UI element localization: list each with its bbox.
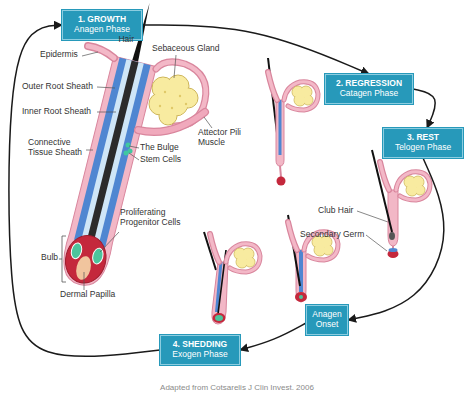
skin-and-gland [268, 72, 318, 110]
leader-line [84, 272, 85, 290]
part-label: Connective Tissue Sheath [28, 138, 88, 158]
progenitor-cells [299, 295, 303, 299]
phase-title: 1. GROWTH [78, 15, 126, 25]
phase-box: 4. SHEDDINGExogen Phase [160, 335, 240, 365]
hair-bulb [295, 292, 307, 302]
skin-and-gland [380, 162, 430, 200]
skin-and-gland [210, 234, 260, 272]
epidermis-band [88, 46, 114, 58]
leader-line [129, 146, 139, 148]
gland-dot [164, 91, 166, 93]
gland-lobe [160, 108, 176, 124]
phase-title: 3. REST [407, 133, 439, 143]
leader-line [97, 112, 116, 113]
bulb-bracket [59, 236, 66, 282]
part-label: Dermal Papilla [60, 290, 130, 300]
phase-name: Catagen Phase [340, 89, 399, 99]
part-label: Outer Root Sheath [22, 82, 102, 92]
leader-line [366, 235, 387, 251]
phase-name: Anagen Onset [309, 310, 345, 330]
cycle-arrow [413, 89, 435, 128]
stem-cell [124, 151, 129, 156]
secondary-germ [389, 248, 398, 252]
leader-line [129, 153, 139, 160]
part-label: Club Hair [318, 206, 363, 216]
regressing-follicle [276, 100, 284, 166]
progenitor-cells [91, 247, 105, 265]
leader-line [97, 87, 115, 88]
part-label: Sebaceous Gland [152, 44, 232, 54]
phase-name: Anagen Phase [74, 25, 130, 35]
progenitor-cells [215, 315, 223, 321]
progenitor-cells [70, 242, 84, 260]
part-label: Attector Pili Muscle [198, 128, 256, 148]
part-label: Proliferating Progenitor Cells [120, 208, 182, 228]
stem-cell [126, 143, 131, 148]
club-hair [389, 232, 395, 240]
epithelial-strand [280, 166, 281, 177]
phase-box: 2. REGRESSIONCatagen Phase [325, 74, 413, 104]
gland-dot [185, 103, 187, 105]
gland-dot [179, 95, 181, 97]
leader-line [204, 117, 212, 128]
sebaceous-gland [149, 75, 198, 125]
part-label: Secondary Germ [300, 230, 370, 240]
cycle-arrow [142, 25, 369, 74]
phase-name: Exogen Phase [172, 350, 227, 360]
cycle-arrow [9, 25, 160, 356]
dermal-papilla [277, 177, 286, 186]
part-label: Epidermis [40, 50, 90, 60]
leader-line [86, 150, 93, 151]
phase-box: 3. RESTTelogen Phase [383, 128, 463, 158]
outer-root-sheath [279, 100, 282, 155]
leader-line [82, 52, 98, 56]
phase-title: 4. SHEDDING [173, 340, 227, 350]
gland-dot [171, 107, 173, 109]
skin-and-gland [288, 222, 338, 260]
hair-bulb [61, 231, 111, 287]
hair-bulb [213, 313, 226, 323]
gland-dot [159, 105, 161, 107]
part-label: Inner Root Sheath [22, 107, 102, 117]
phase-title: 2. REGRESSION [336, 79, 402, 89]
part-label: Hair [104, 35, 134, 45]
phase-box: Anagen Onset [306, 305, 348, 335]
leader-line [357, 211, 388, 222]
leader-line [100, 232, 119, 252]
cycle-arrow [240, 323, 306, 350]
epidermis-band [88, 46, 114, 58]
part-label: The Bulge [140, 143, 190, 153]
part-label: Bulb [30, 253, 58, 263]
caption: Adapted from Cotsarelis J Clin Invest. 2… [0, 383, 474, 392]
phase-name: Telogen Phase [395, 143, 451, 153]
part-label: Stem Cells [140, 155, 190, 165]
leader-line [174, 55, 176, 78]
